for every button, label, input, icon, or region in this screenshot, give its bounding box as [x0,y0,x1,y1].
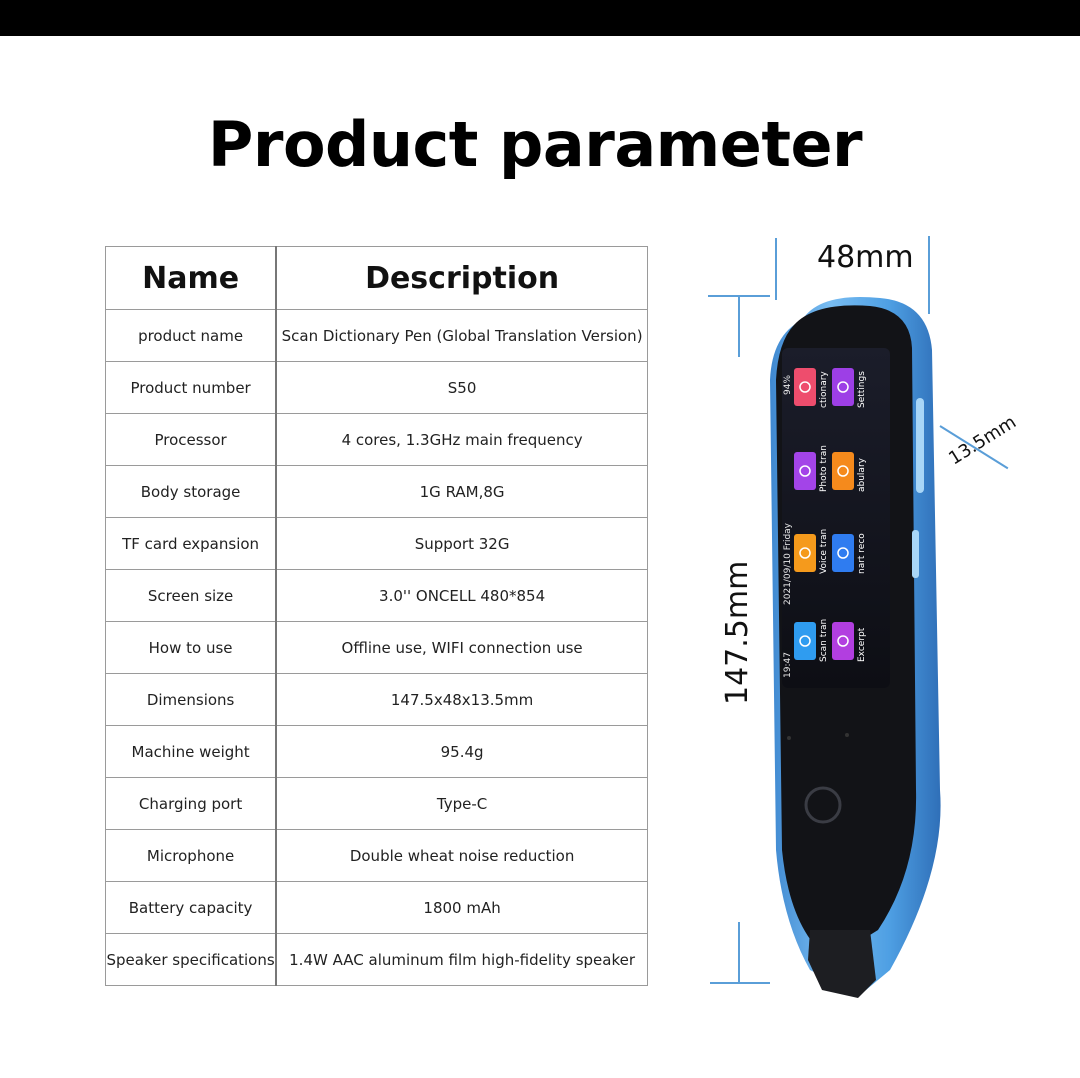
app-grid: Scan tran Excerpt Voice tran nart reco Photo… [794,368,867,662]
camera-icon [794,452,816,490]
status-bar: 19:47 2021/09/10 Friday 94% [783,375,793,678]
status-battery: 94% [783,375,793,395]
param-name-cell: product name [105,309,278,362]
app-tile[interactable]: Photo tran [794,445,829,492]
param-name-cell: Machine weight [105,725,278,778]
param-description-cell: S50 [276,361,648,414]
param-name-cell: Battery capacity [105,881,278,934]
pen-device-graphic: Scan tran Excerpt Voice tran nart reco Photo… [770,296,941,998]
param-description-cell: 4 cores, 1.3GHz main frequency [276,413,648,466]
app-tile[interactable]: Settings [832,368,867,408]
recorder-icon [832,534,854,572]
app-glyph [837,547,849,559]
device-illustration: 48mm 147.5mm 13.5mm S [690,230,1080,1010]
app-glyph [837,381,849,393]
top-black-bar [0,0,1080,36]
search-icon [794,368,816,406]
app-glyph [799,465,811,477]
app-label: Excerpt [857,627,867,662]
app-tile[interactable]: nart reco [832,533,867,574]
param-description-cell: 147.5x48x13.5mm [276,673,648,726]
param-description-cell: 1G RAM,8G [276,465,648,518]
param-description-cell: Scan Dictionary Pen (Global Translation … [276,309,648,362]
param-name-cell: Speaker specifications [105,933,278,986]
home-button [804,786,842,824]
book-icon [832,452,854,490]
param-name-cell: How to use [105,621,278,674]
param-description-cell: 95.4g [276,725,648,778]
app-tile[interactable]: Excerpt [832,622,867,662]
width-guide-right [928,236,930,314]
param-name-cell: Charging port [105,777,278,830]
app-tile[interactable]: ctionary [794,368,829,408]
param-description-cell: 3.0'' ONCELL 480*854 [276,569,648,622]
table-row: Speaker specifications 1.4W AAC aluminum … [105,933,648,986]
height-guide-bottom-v [738,922,740,984]
width-guide-left [775,238,777,300]
microphone-icon [794,534,816,572]
app-label: nart reco [857,533,867,574]
app-tile[interactable]: abulary [832,452,867,492]
app-glyph [799,635,811,647]
header-description: Description [276,246,648,310]
side-button-bottom [912,530,919,578]
height-guide-top-v [738,295,740,357]
app-label: Scan tran [819,619,829,662]
param-name-cell: Microphone [105,829,278,882]
scan-icon [794,622,816,660]
param-name-cell: Product number [105,361,278,414]
mic-dot-left [787,736,791,740]
app-label: ctionary [819,371,829,408]
app-tile[interactable]: Scan tran [794,619,829,662]
app-glyph [799,381,811,393]
app-label: Photo tran [819,445,829,492]
app-tile[interactable]: Voice tran [794,529,829,574]
app-label: Voice tran [819,529,829,574]
height-guide-bottom-h [710,982,770,984]
param-description-cell: Support 32G [276,517,648,570]
param-name-cell: Body storage [105,465,278,518]
param-description-cell: 1800 mAh [276,881,648,934]
app-glyph [799,547,811,559]
excerpt-icon [832,622,854,660]
table-header-row: Name Description [105,246,648,310]
app-glyph [837,635,849,647]
screen [782,348,890,688]
gear-icon [832,368,854,406]
status-date: 2021/09/10 Friday [783,522,793,605]
param-name-cell: Processor [105,413,278,466]
param-description-cell: 1.4W AAC aluminum film high-fidelity spe… [289,950,636,969]
param-description-cell: Offline use, WIFI connection use [276,621,648,674]
header-name: Name [105,246,278,310]
param-name-cell: Dimensions [105,673,278,726]
param-description-cell: Type-C [276,777,648,830]
param-name-cell: TF card expansion [105,517,278,570]
app-label: Settings [857,371,867,408]
width-label: 48mm [817,240,914,275]
mic-dot-right [845,733,849,737]
page-title: Product parameter [207,108,863,181]
pen-tip [808,930,876,998]
side-button-top [916,398,924,493]
param-description-cell: Double wheat noise reduction [276,829,648,882]
app-label: abulary [857,457,867,492]
param-name-cell: Screen size [105,569,278,622]
app-glyph [837,465,849,477]
status-time: 19:47 [783,652,793,678]
